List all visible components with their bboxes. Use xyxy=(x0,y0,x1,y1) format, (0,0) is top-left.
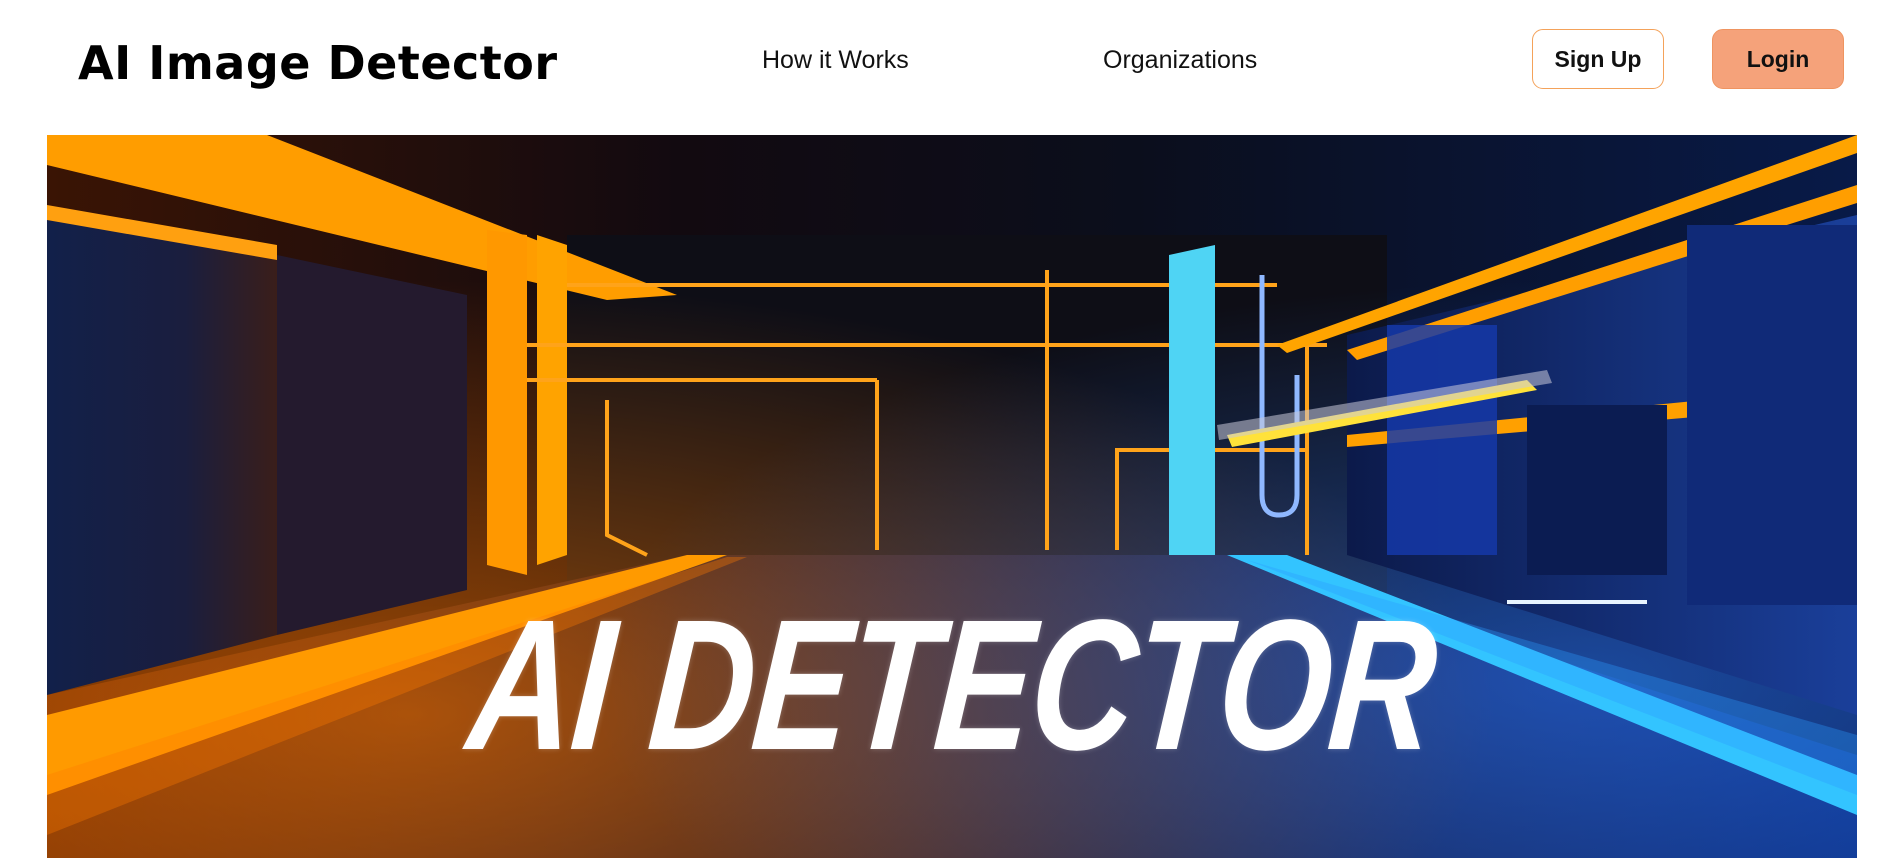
orange-pillar-2 xyxy=(537,235,567,565)
right-panel-1 xyxy=(1387,325,1497,555)
orange-floor-strip xyxy=(47,555,727,795)
login-button[interactable]: Login xyxy=(1712,29,1844,89)
left-wall xyxy=(47,205,277,695)
neon-corridor-illustration xyxy=(47,135,1857,858)
silver-rail xyxy=(1217,370,1552,440)
right-panel-3 xyxy=(1687,225,1857,605)
right-panel-2 xyxy=(1527,405,1667,575)
hero-banner: AI DETECTOR xyxy=(47,135,1857,858)
orange-ceiling-beam-2 xyxy=(47,205,277,260)
orange-shelf-1 xyxy=(1277,135,1857,353)
white-light-line xyxy=(1507,600,1647,604)
cyan-floor-glow xyxy=(1247,560,1857,795)
blue-neon-loop xyxy=(1259,275,1300,518)
cyan-pillar xyxy=(1169,245,1215,555)
hero-title: AI DETECTOR xyxy=(461,582,1443,789)
cyan-floor-strip xyxy=(1227,555,1857,815)
nav-organizations[interactable]: Organizations xyxy=(1103,46,1258,74)
signup-button[interactable]: Sign Up xyxy=(1532,29,1664,89)
site-logo[interactable]: AI Image Detector xyxy=(78,36,558,90)
left-wall-panel xyxy=(277,255,467,635)
orange-floor-glow xyxy=(47,557,747,835)
site-header: AI Image Detector How it Works Organizat… xyxy=(0,0,1880,132)
nav-how-it-works[interactable]: How it Works xyxy=(762,46,909,74)
orange-pillar-1 xyxy=(487,230,527,575)
